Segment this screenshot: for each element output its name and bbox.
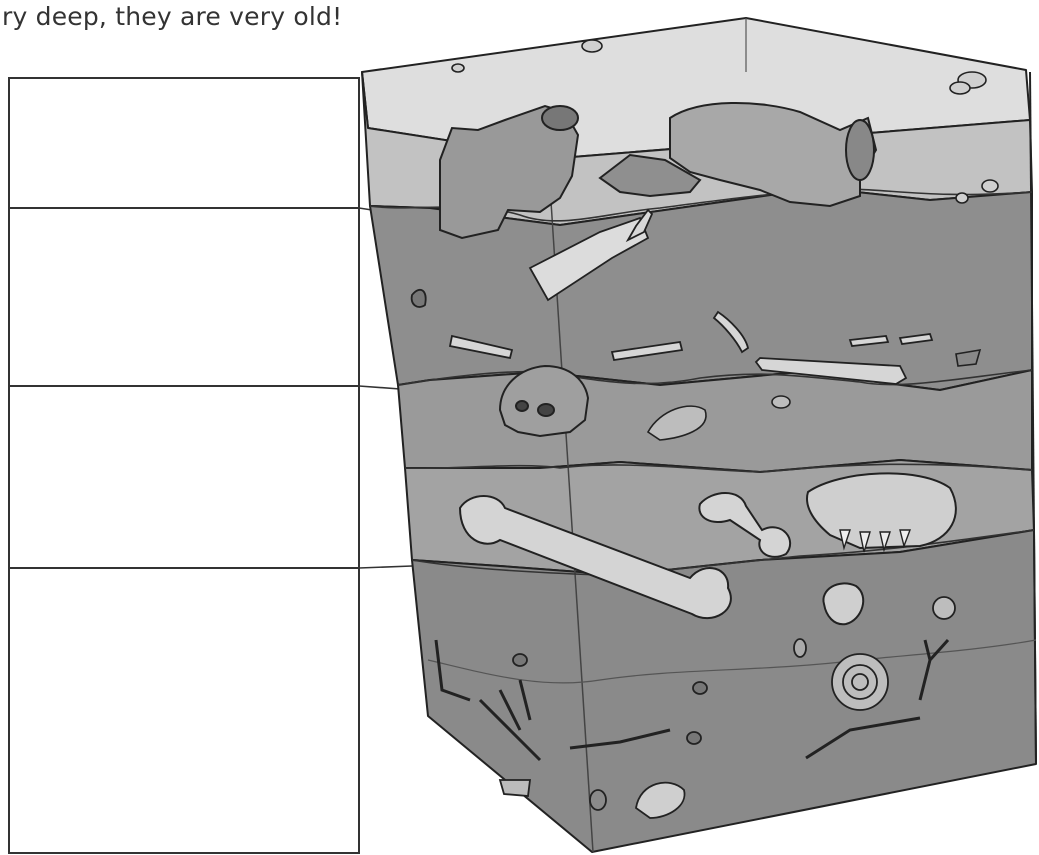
label-box-outlines xyxy=(9,78,359,853)
connector-line-2 xyxy=(359,386,400,389)
stone-2 xyxy=(500,780,530,796)
label-box-3[interactable] xyxy=(9,386,359,568)
pebble-5 xyxy=(513,654,527,666)
connector-line-3 xyxy=(359,566,412,568)
ammonite-fossil xyxy=(832,654,888,710)
leaf-fossil xyxy=(412,290,426,307)
pebble-6 xyxy=(794,639,806,657)
vase-left-mouth xyxy=(542,106,578,130)
pebble-2 xyxy=(590,790,606,810)
pebble-1 xyxy=(772,396,790,408)
round-stone xyxy=(823,583,863,624)
amphora-mouth xyxy=(846,120,874,180)
label-box-1[interactable] xyxy=(9,78,359,208)
small-ammonite xyxy=(933,597,955,619)
label-box-2[interactable] xyxy=(9,208,359,386)
pebble-3 xyxy=(687,732,701,744)
pebble-4 xyxy=(693,682,707,694)
label-box-4[interactable] xyxy=(9,568,359,853)
